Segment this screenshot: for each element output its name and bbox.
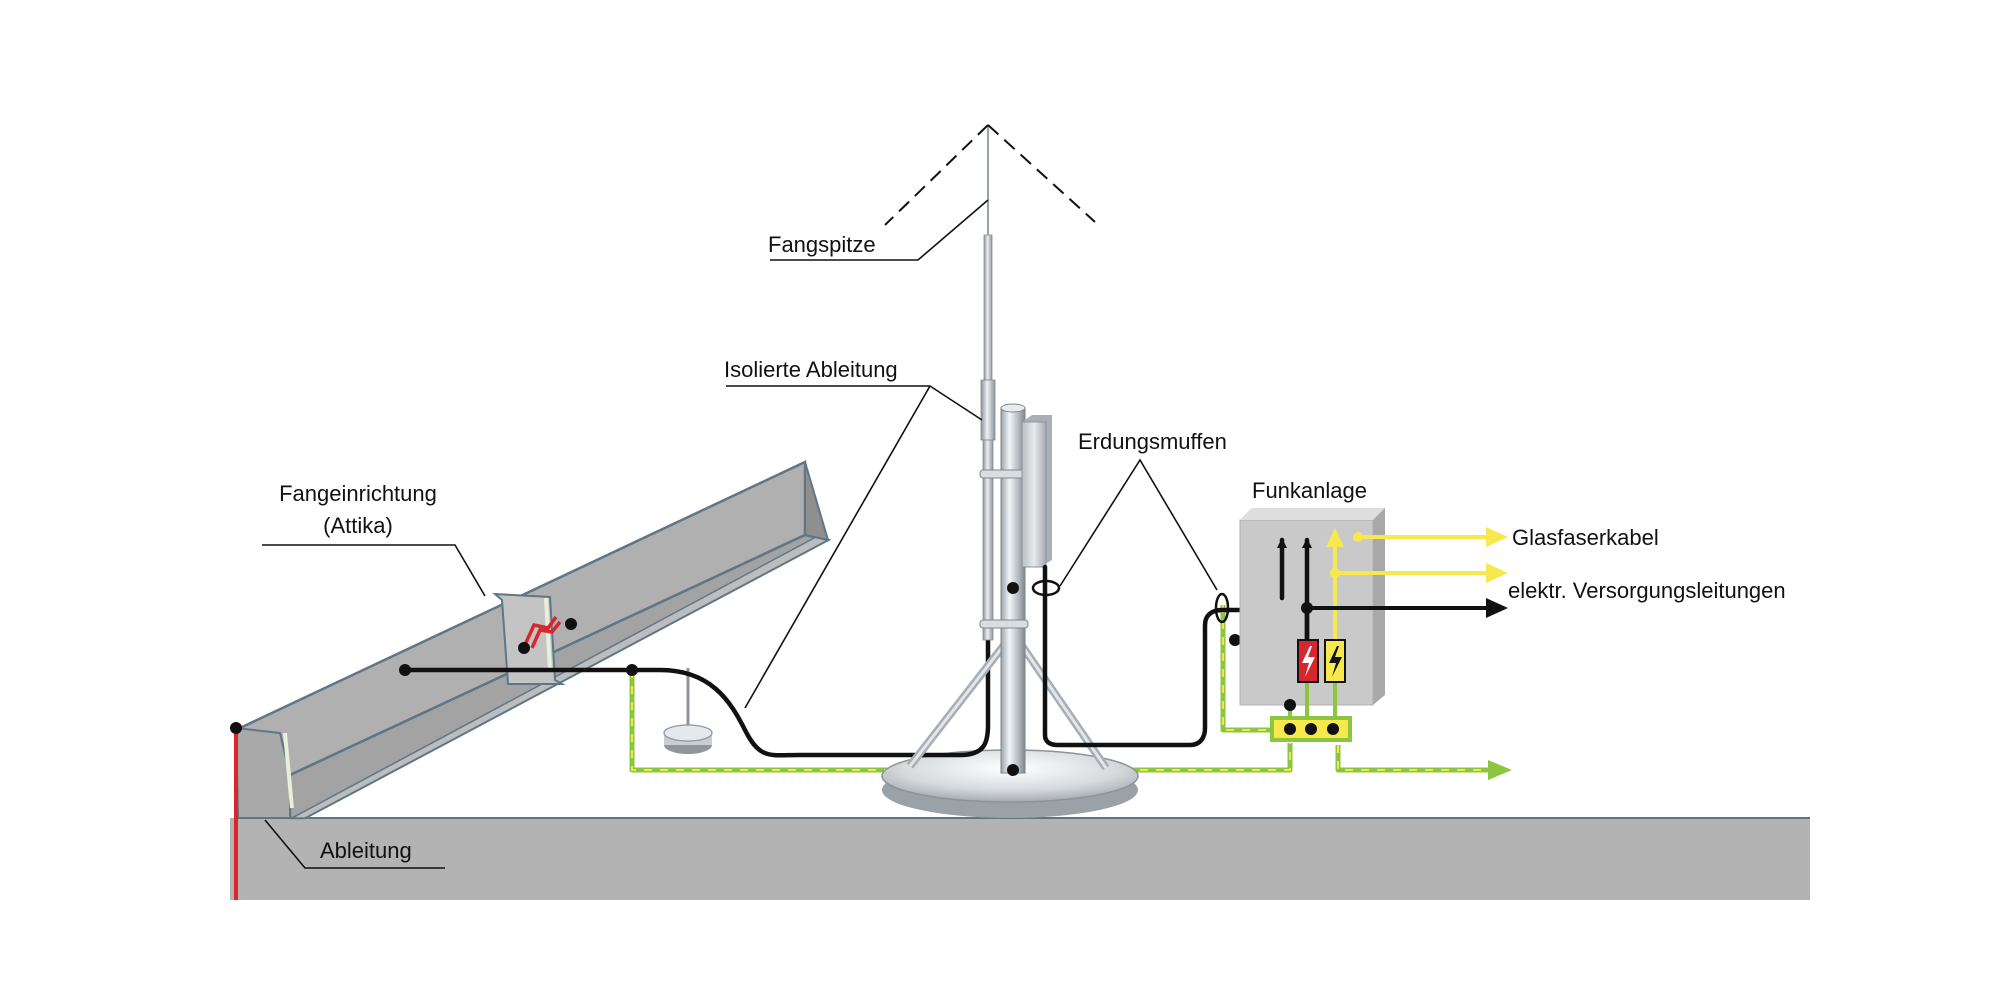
isolated-down-conductor [399, 637, 991, 758]
protection-angle [884, 124, 1096, 226]
leader-lines [262, 199, 1218, 869]
label-isolierte-ableitung: Isolierte Ableitung [724, 357, 898, 382]
surge-protector-yellow [1324, 639, 1346, 683]
equipotential-bonding-bar [1270, 716, 1352, 742]
label-fangeinrichtung: Fangeinrichtung [279, 481, 437, 506]
label-attika: (Attika) [323, 513, 393, 538]
label-versorgungsleitungen: elektr. Versorgungsleitungen [1508, 578, 1786, 603]
cable-support-weight [663, 668, 713, 754]
mast-base [881, 749, 1139, 818]
label-glasfaserkabel: Glasfaserkabel [1512, 525, 1659, 550]
roof [230, 817, 1810, 900]
label-ableitung: Ableitung [320, 838, 412, 863]
labels: Fangspitze Isolierte Ableitung Erdungsmu… [279, 232, 1786, 863]
down-conductor-junction [230, 722, 242, 734]
label-funkanlage: Funkanlage [1252, 478, 1367, 503]
outgoing-lines [1301, 527, 1508, 618]
surge-protector-red [1297, 639, 1319, 683]
label-fangspitze: Fangspitze [768, 232, 876, 257]
down-conductor [230, 722, 242, 900]
antenna-panel [1021, 415, 1052, 568]
mast-earthing-point [1007, 764, 1019, 776]
label-erdungsmuffen: Erdungsmuffen [1078, 429, 1227, 454]
air-termination-rod [979, 125, 1029, 641]
attika-parapet [234, 460, 832, 820]
spark-gap-icon [518, 615, 577, 654]
